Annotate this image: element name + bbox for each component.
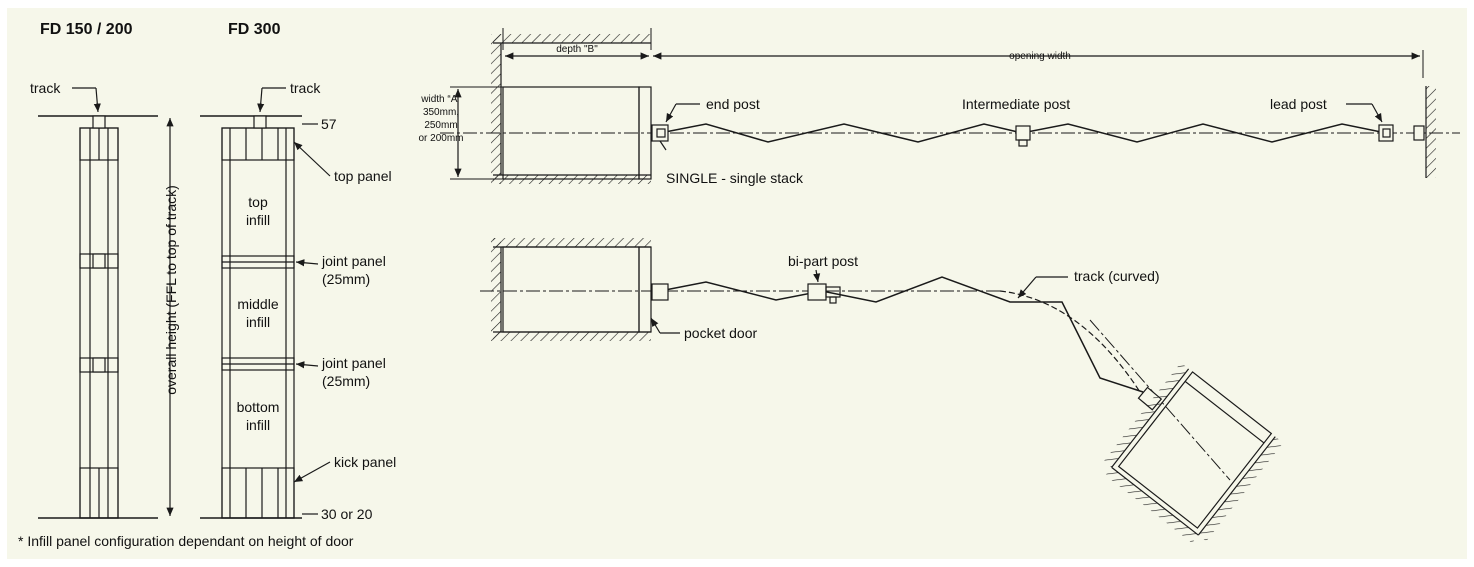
door-fd150-elevation: [79, 115, 119, 519]
door-fd300-elevation: [221, 115, 295, 519]
label-top-panel: top panel: [334, 168, 392, 184]
label-lead-post: lead post: [1270, 96, 1327, 112]
label-kick-panel: kick panel: [334, 454, 396, 470]
title-fd150-200: FD 150 / 200: [40, 21, 133, 38]
dim-width-a-3: 250mm: [424, 120, 457, 131]
label-pocket-door: pocket door: [684, 325, 757, 341]
label-bottom-infill-2: infill: [246, 417, 270, 433]
dim-opening-width: opening width: [1009, 51, 1071, 62]
label-track-curved: track (curved): [1074, 268, 1160, 284]
dim-top-57: 57: [321, 116, 337, 132]
label-joint-panel-1a: joint panel: [321, 253, 386, 269]
label-joint-panel-2a: joint panel: [321, 355, 386, 371]
plan-single-stack: [440, 28, 1460, 184]
dim-bottom: 30 or 20: [321, 506, 373, 522]
drawing-background: [7, 8, 1467, 559]
label-track-right: track: [290, 80, 321, 96]
label-top-infill-2: infill: [246, 212, 270, 228]
label-joint-panel-1b: (25mm): [322, 271, 370, 287]
label-bottom-infill-1: bottom: [237, 399, 280, 415]
title-fd300: FD 300: [228, 21, 281, 38]
label-joint-panel-2b: (25mm): [322, 373, 370, 389]
dim-width-a-4: or 200mm: [418, 133, 463, 144]
dim-width-a-2: 350mm,: [423, 107, 459, 118]
label-bi-part-post: bi-part post: [788, 253, 858, 269]
label-intermediate-post: Intermediate post: [962, 96, 1070, 112]
caption-single-stack: SINGLE - single stack: [666, 170, 804, 186]
plan-bipart-curved: [480, 238, 1284, 543]
dim-width-a-1: width “A”: [420, 94, 460, 105]
footnote: * Infill panel configuration dependant o…: [18, 533, 354, 549]
label-middle-infill-1: middle: [237, 296, 278, 312]
elevation-section: [38, 87, 331, 519]
overall-height-label: overall height (FFL to top of track): [163, 185, 179, 395]
dim-depth-b: depth "B": [556, 44, 598, 55]
label-end-post: end post: [706, 96, 760, 112]
label-middle-infill-2: infill: [246, 314, 270, 330]
label-track-left: track: [30, 80, 61, 96]
label-top-infill-1: top: [248, 194, 268, 210]
